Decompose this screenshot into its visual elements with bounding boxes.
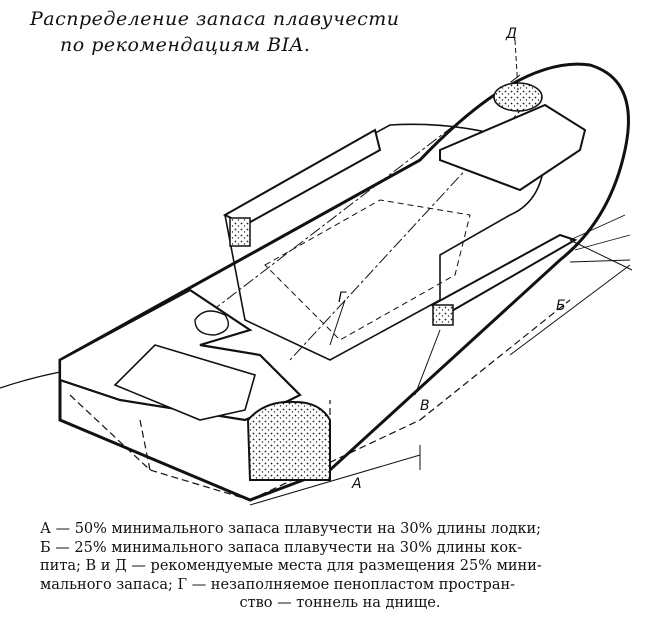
boat-buoyancy-drawing: А Б В Г Д xyxy=(0,26,633,506)
label-g: Г xyxy=(338,290,347,306)
stern-foam-block xyxy=(246,400,331,481)
figure-caption: А — 50% минимального запаса плавучести н… xyxy=(40,520,640,613)
caption-line-1: А — 50% минимального запаса плавучести н… xyxy=(40,521,542,537)
title-line-2: по рекомендациям BIA. xyxy=(60,34,311,56)
title-line-1: Распределение запаса плавучести xyxy=(30,8,400,30)
bow-marker-line xyxy=(514,39,519,91)
waterline-right xyxy=(569,214,631,263)
caption-line-3: пита; В и Д — рекомендуемые места для ра… xyxy=(40,558,542,574)
foam-section-left xyxy=(229,217,251,247)
caption-line-2: Б — 25% минимального запаса плавучести н… xyxy=(40,539,523,556)
hull-hidden-lines xyxy=(69,299,571,501)
dimension-b-line xyxy=(509,264,631,356)
side-seat-block-left xyxy=(222,128,382,227)
bow-foam-spot xyxy=(493,82,543,112)
label-d: Д xyxy=(505,26,517,42)
label-b: Б xyxy=(556,298,566,314)
caption-line-5: ство — тоннель на днище. xyxy=(239,595,441,611)
tunnel-g xyxy=(194,310,229,336)
label-v: В xyxy=(420,398,430,414)
bow-thwart-block xyxy=(439,103,587,192)
waterline-left xyxy=(0,371,61,389)
dimension-b-tick xyxy=(569,239,633,271)
label-a: А xyxy=(351,476,362,492)
leader-g xyxy=(329,299,346,346)
stern-well xyxy=(113,344,256,421)
caption-line-4: мального запаса; Г — незаполняемое пеноп… xyxy=(40,576,516,593)
leader-v xyxy=(414,329,441,396)
dimension-a-line xyxy=(249,454,421,506)
cockpit-floor xyxy=(264,199,471,341)
foam-section-right xyxy=(432,304,454,326)
diagram-title: Распределение запаса плавучести по реком… xyxy=(30,6,450,58)
